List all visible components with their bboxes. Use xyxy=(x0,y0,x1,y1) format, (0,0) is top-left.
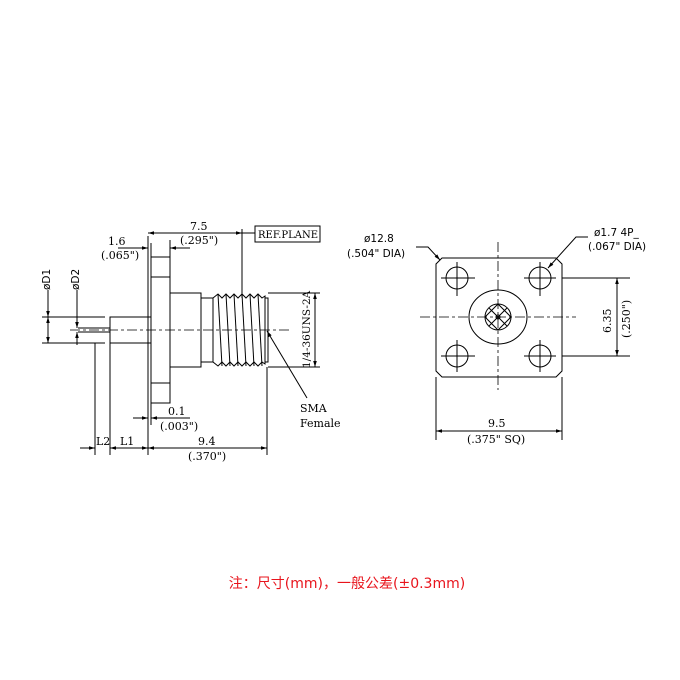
female-label: Female xyxy=(300,417,341,430)
dim-0-1-inch: (.003") xyxy=(160,420,198,433)
l1-label: L1 xyxy=(120,435,134,448)
d2-label: øD2 xyxy=(70,269,82,290)
thread-spec: 1/4-36UNS-2A xyxy=(301,290,313,368)
hole-dia-inch: (.067" DIA) xyxy=(588,241,646,253)
dim-9-4: 9.4 xyxy=(198,435,216,448)
square-flange xyxy=(435,257,563,378)
dim-6-35-inch: (.250") xyxy=(620,300,633,338)
dim-9-5: 9.5 xyxy=(488,417,506,430)
dim-6-35: 6.35 xyxy=(601,309,614,334)
dim-9-4-inch: (.370") xyxy=(188,450,226,463)
sma-label: SMA xyxy=(300,402,328,415)
l2-label: L2 xyxy=(96,435,110,448)
dim-9-5-inch: (.375" SQ) xyxy=(467,433,525,446)
mount-holes xyxy=(441,262,556,372)
thread xyxy=(212,293,269,367)
ref-plane-box xyxy=(254,225,321,243)
pin-tab xyxy=(109,316,152,344)
d1-label: øD1 xyxy=(41,269,53,290)
dim-7-5-inch: (.295") xyxy=(180,234,218,247)
ref-plane-label: REF.PLANE xyxy=(258,230,318,241)
dielectric-circle xyxy=(468,289,528,345)
dim-1-6-inch: (.065") xyxy=(101,249,139,262)
dim-0-1: 0.1 xyxy=(168,405,186,418)
side-view: øD1 øD2 L2 L1 9.4 (.370") 0.1 (.003") 1.… xyxy=(41,220,341,463)
tolerance-note: 注：尺寸(mm)，一般公差(±0.3mm) xyxy=(229,576,465,592)
dia-12-8: ø12.8 xyxy=(364,233,394,245)
dia-12-8-inch: (.504" DIA) xyxy=(347,248,405,260)
front-view: ø12.8 (.504" DIA) ø1.7 4P_ (.067" DIA) 6… xyxy=(347,227,646,446)
dim-7-5: 7.5 xyxy=(190,220,208,233)
dim-1-6: 1.6 xyxy=(108,235,126,248)
hole-dia: ø1.7 4P_ xyxy=(594,227,639,239)
